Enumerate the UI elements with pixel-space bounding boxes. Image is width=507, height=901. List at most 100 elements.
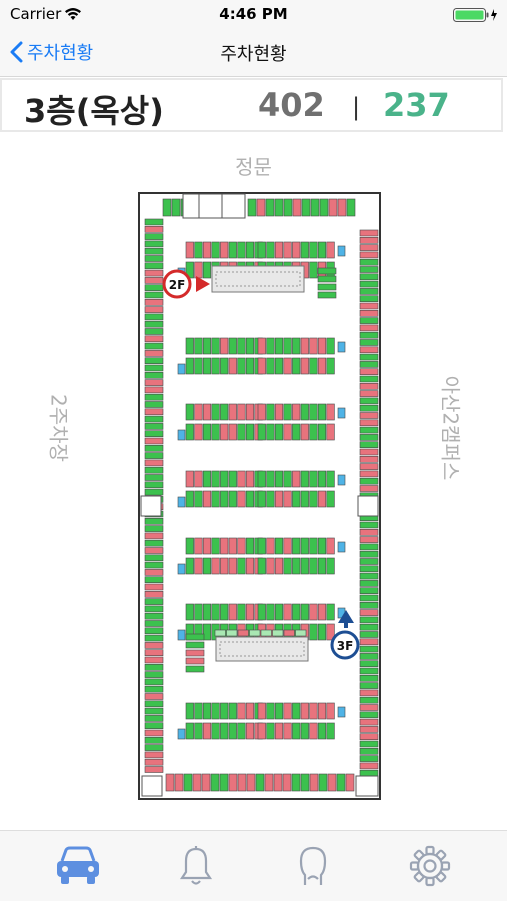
parking-slot <box>359 426 379 434</box>
navigation-bar: 주차현황 주차현황 <box>0 28 507 77</box>
parking-slot <box>185 423 194 441</box>
parking-slot <box>359 339 379 346</box>
parking-slot <box>300 357 309 375</box>
parking-slot <box>359 558 379 565</box>
parking-slot <box>359 302 379 310</box>
parking-slot <box>202 702 212 720</box>
parking-slot <box>264 773 274 792</box>
parking-slot <box>237 603 246 621</box>
parking-slot <box>246 773 256 792</box>
parking-slot <box>144 386 164 394</box>
parking-slot <box>228 603 237 621</box>
parking-slot <box>194 357 203 375</box>
parking-slot <box>266 702 275 720</box>
back-button[interactable]: 주차현황 <box>10 38 93 66</box>
parking-slot <box>237 537 246 555</box>
parking-slot <box>245 423 255 441</box>
parking-slot <box>228 702 237 720</box>
parking-slot <box>144 561 164 569</box>
parking-slot <box>144 357 164 365</box>
parking-slot <box>266 357 275 375</box>
parking-slot <box>359 682 379 689</box>
parking-slot <box>359 645 379 653</box>
parking-slot <box>144 379 164 386</box>
parking-slot <box>266 603 275 621</box>
marker-3f[interactable]: 3F <box>330 630 360 660</box>
tab-settings[interactable] <box>390 831 470 901</box>
parking-slot <box>245 557 255 575</box>
parking-slot <box>327 773 337 792</box>
parking-slot <box>144 298 164 306</box>
parking-slot <box>211 557 220 575</box>
tab-parking[interactable] <box>38 831 118 901</box>
parking-slot <box>144 634 164 642</box>
parking-slot <box>228 557 237 575</box>
parking-slot <box>185 657 205 665</box>
parking-slot <box>292 722 301 740</box>
parking-slot <box>194 557 203 575</box>
parking-slot <box>300 702 309 720</box>
parking-slot <box>165 773 175 792</box>
parking-slot <box>292 403 301 421</box>
parking-slot <box>283 198 293 217</box>
parking-slot <box>359 434 379 441</box>
parking-slot <box>309 773 319 792</box>
parking-slot <box>194 722 203 740</box>
parking-slot <box>326 403 335 421</box>
parking-slot <box>144 393 164 401</box>
parking-slot <box>359 550 379 558</box>
parking-slot <box>144 532 164 540</box>
parking-slot <box>202 403 212 421</box>
parking-slot <box>220 241 229 259</box>
tab-profile[interactable] <box>273 831 353 901</box>
parking-slot <box>309 261 318 279</box>
parking-slot <box>283 629 295 637</box>
parking-slot <box>228 470 237 488</box>
battery-icon <box>453 7 499 22</box>
parking-slot <box>144 226 164 233</box>
parking-slot <box>300 603 309 621</box>
parking-slot <box>194 337 203 355</box>
parking-slot <box>359 543 379 551</box>
parking-slot <box>245 490 255 508</box>
parking-slot <box>326 357 335 375</box>
tab-notifications[interactable] <box>156 831 236 901</box>
parking-slot <box>245 722 255 740</box>
parking-slot <box>326 603 335 621</box>
parking-slot <box>291 773 301 792</box>
parking-slot <box>317 702 327 720</box>
parking-slot <box>359 580 379 587</box>
parking-slot <box>359 528 379 536</box>
parking-slot <box>359 463 379 470</box>
parking-slot <box>185 490 194 508</box>
parking-slot <box>260 629 272 637</box>
parking-slot <box>359 689 379 697</box>
parking-slot <box>144 517 164 525</box>
parking-slot <box>144 233 164 240</box>
parking-slot <box>266 337 275 355</box>
parking-slot <box>359 477 379 485</box>
parking-slot <box>317 337 327 355</box>
parking-slot <box>144 751 164 759</box>
parking-slot <box>245 537 255 555</box>
parking-slot <box>144 218 164 226</box>
parking-slot <box>359 572 379 580</box>
status-bar: Carrier 4:46 PM <box>0 0 507 28</box>
parking-slot <box>359 594 379 602</box>
parking-slot <box>144 693 164 700</box>
parking-slot <box>283 423 292 441</box>
parking-slot <box>257 722 266 740</box>
parking-slot <box>211 337 220 355</box>
parking-slot <box>185 357 194 375</box>
floor-name[interactable]: 3층(옥상) <box>24 92 164 130</box>
parking-slot <box>144 444 164 452</box>
parking-slot <box>309 702 318 720</box>
marker-2f[interactable]: 2F <box>162 269 192 299</box>
parking-slot <box>359 258 379 266</box>
parking-slot <box>256 198 266 217</box>
parking-slot <box>185 241 194 259</box>
parking-slot <box>274 722 284 740</box>
main-gate-label: 정문 <box>235 155 272 179</box>
parking-slot <box>144 247 164 255</box>
parking-slot <box>359 346 379 354</box>
